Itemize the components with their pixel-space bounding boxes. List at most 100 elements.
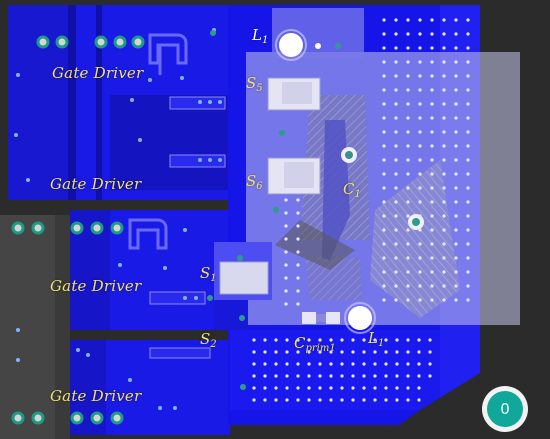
via — [362, 398, 366, 402]
via — [406, 200, 410, 204]
via — [340, 350, 344, 354]
via — [382, 284, 386, 288]
hatch-zone-2 — [370, 160, 460, 318]
via — [466, 74, 470, 78]
power-via-grid — [252, 18, 470, 402]
via — [296, 224, 300, 228]
via — [466, 88, 470, 92]
via — [284, 237, 288, 241]
via — [296, 198, 300, 202]
via — [307, 374, 311, 378]
via — [373, 338, 377, 342]
via — [454, 46, 458, 50]
via — [296, 250, 300, 254]
via — [296, 362, 300, 366]
via — [454, 130, 458, 134]
connector-pads — [11, 35, 145, 425]
via — [395, 386, 399, 390]
via — [252, 386, 256, 390]
via — [466, 186, 470, 190]
via — [296, 386, 300, 390]
via — [406, 116, 410, 120]
via — [406, 398, 410, 402]
via — [442, 130, 446, 134]
via — [382, 172, 386, 176]
via — [418, 270, 422, 274]
via — [351, 350, 355, 354]
via — [394, 116, 398, 120]
zoom-badge[interactable]: 0 — [482, 386, 528, 432]
via — [466, 102, 470, 106]
via — [351, 362, 355, 366]
via — [442, 270, 446, 274]
via — [430, 228, 434, 232]
s1-pad-inner — [219, 261, 269, 295]
via — [351, 398, 355, 402]
via — [406, 350, 410, 354]
via — [284, 198, 288, 202]
via — [384, 386, 388, 390]
via — [428, 350, 432, 354]
via — [418, 32, 422, 36]
via — [430, 46, 434, 50]
via — [430, 88, 434, 92]
via — [382, 74, 386, 78]
via — [394, 228, 398, 232]
via — [418, 172, 422, 176]
via — [442, 88, 446, 92]
via — [454, 214, 458, 218]
via — [430, 158, 434, 162]
via — [430, 60, 434, 64]
via — [284, 276, 288, 280]
via — [466, 130, 470, 134]
via — [454, 144, 458, 148]
via — [418, 200, 422, 204]
via — [418, 88, 422, 92]
left-trace-dark — [55, 215, 70, 439]
via — [285, 350, 289, 354]
via — [384, 338, 388, 342]
via — [418, 228, 422, 232]
via — [362, 362, 366, 366]
l1-top-label: L1 — [252, 26, 269, 46]
via — [382, 214, 386, 218]
via — [382, 256, 386, 260]
via — [394, 172, 398, 176]
via — [417, 338, 421, 342]
via — [340, 386, 344, 390]
via — [274, 338, 278, 342]
via — [318, 398, 322, 402]
via — [394, 270, 398, 274]
via — [466, 116, 470, 120]
via — [406, 102, 410, 106]
via — [382, 60, 386, 64]
via — [384, 362, 388, 366]
via — [318, 362, 322, 366]
via — [307, 338, 311, 342]
via — [454, 186, 458, 190]
via — [373, 350, 377, 354]
via — [394, 158, 398, 162]
via — [252, 338, 256, 342]
via — [454, 158, 458, 162]
via — [382, 158, 386, 162]
cprim1-label: Cprim1 — [294, 334, 336, 354]
via — [394, 74, 398, 78]
via — [418, 186, 422, 190]
via — [394, 214, 398, 218]
via — [430, 130, 434, 134]
via — [418, 18, 422, 22]
via — [430, 116, 434, 120]
via — [382, 270, 386, 274]
via — [394, 88, 398, 92]
via — [394, 60, 398, 64]
via — [296, 374, 300, 378]
via — [442, 74, 446, 78]
via — [418, 74, 422, 78]
via — [307, 362, 311, 366]
via — [417, 350, 421, 354]
via — [373, 362, 377, 366]
via — [406, 74, 410, 78]
via — [274, 386, 278, 390]
via — [466, 46, 470, 50]
